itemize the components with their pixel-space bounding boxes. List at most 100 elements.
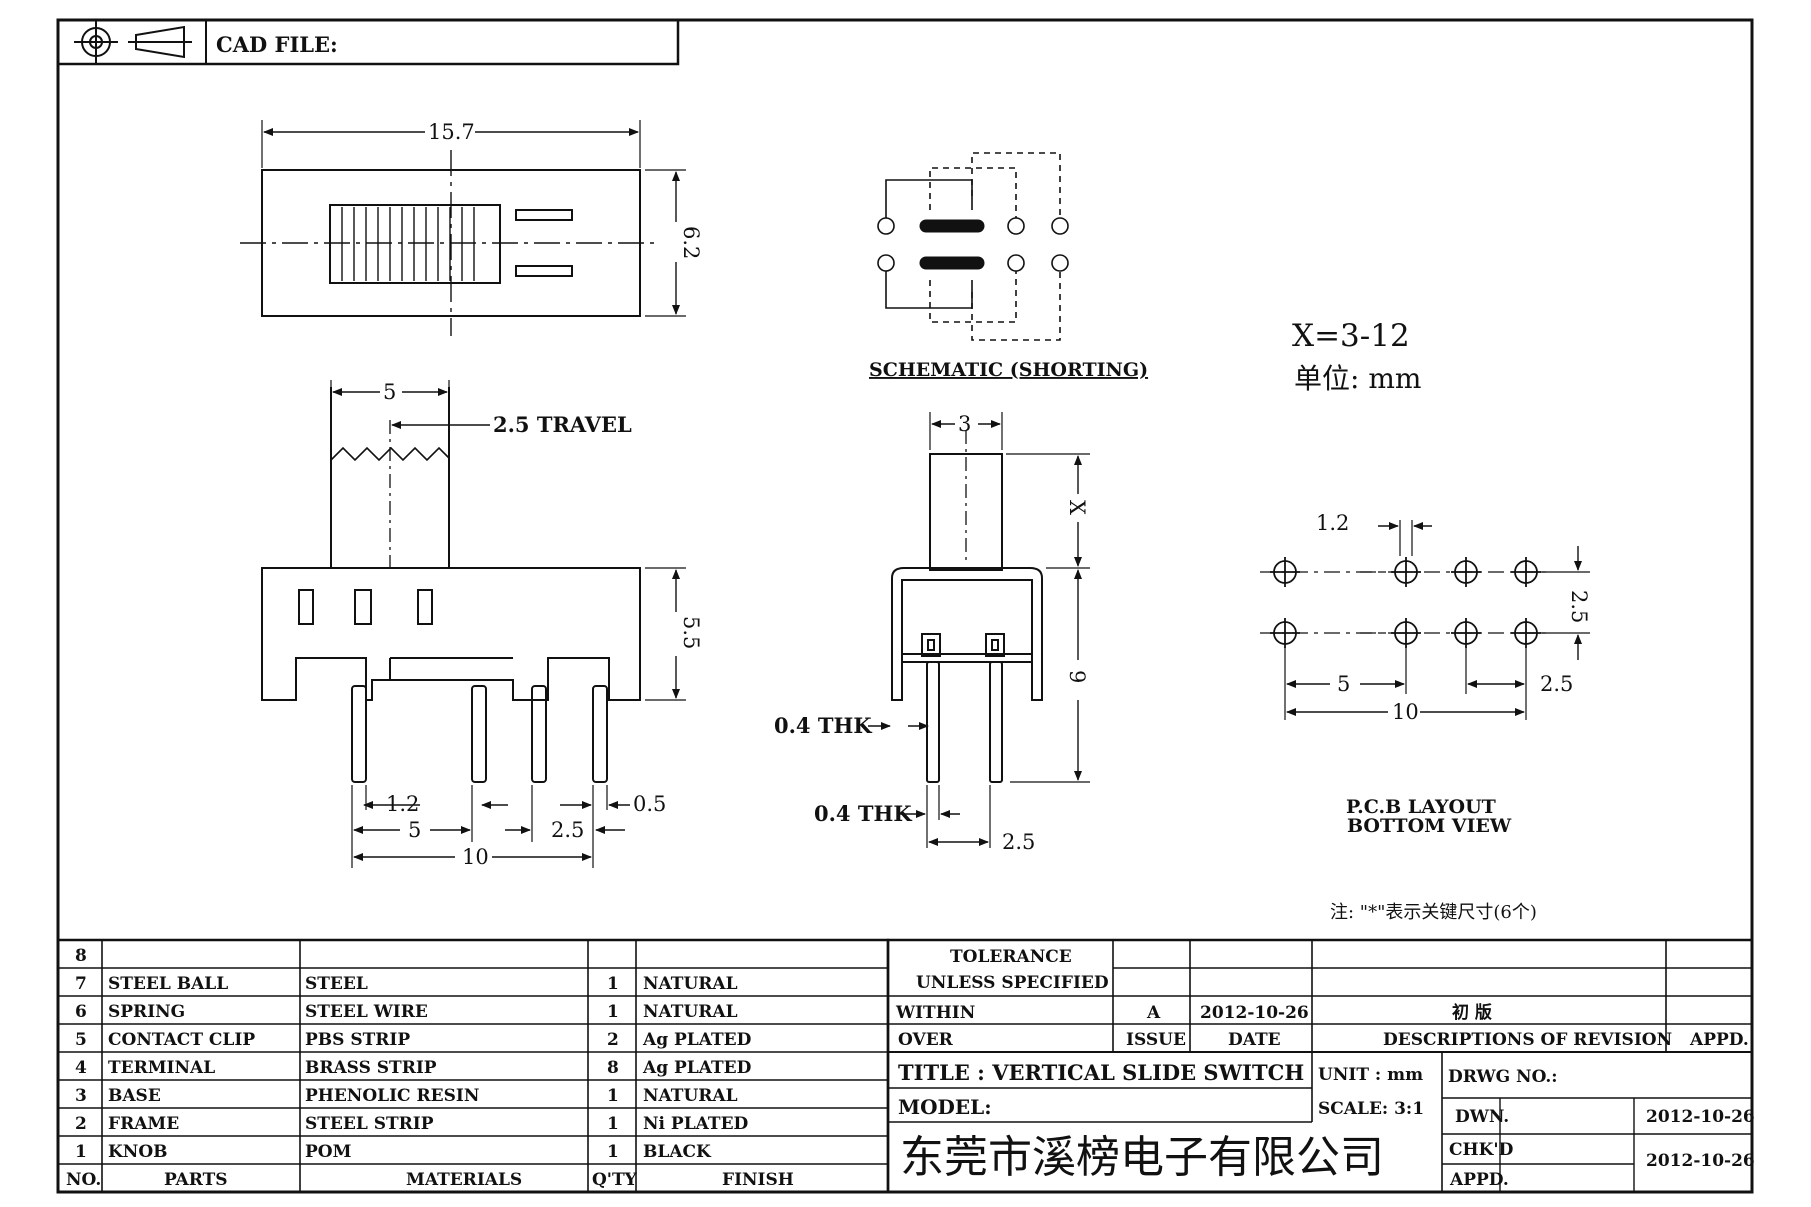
pcb-hole [1391,557,1421,587]
bom-header-row: NO. PARTS MATERIALS Q'TY FINISH [66,1170,794,1190]
bom-row: 1 KNOB POM 1 BLACK [75,1142,712,1162]
key-dimension-note: 注: "*"表示关键尺寸(6个) [1330,902,1537,923]
bom-no: 8 [75,946,87,966]
pitch2-dim: 2.5 [551,818,584,842]
within-label: WITHIN [895,1003,975,1023]
bom-rows: 8 7 STEEL BALL STEEL 1 NATURAL 6 SPRING … [66,946,794,1190]
tolerance-label-2: UNLESS SPECIFIED [916,973,1109,993]
bom-row: 8 [75,946,87,966]
bom-no: 3 [75,1086,87,1106]
bom-row: 7 STEEL BALL STEEL 1 NATURAL [75,974,738,994]
company-name: 东莞市溪榜电子有限公司 [900,1132,1384,1183]
bom-header-no: NO. [66,1170,101,1190]
pcb-label-line2: BOTTOM VIEW [1347,815,1512,837]
end-height-dim: 9 [1065,670,1089,683]
bom-material: PBS STRIP [305,1030,410,1050]
bom-material: BRASS STRIP [305,1058,437,1078]
pcb-hole [1511,557,1541,587]
bom-header-part: PARTS [164,1170,228,1190]
top-width-dim: 15.7 [428,120,475,144]
overall-dim: 10 [462,845,489,869]
checked-label: CHK'D [1449,1140,1514,1160]
end-pitch-dim: 2.5 [1002,830,1035,854]
bom-row: 3 BASE PHENOLIC RESIN 1 NATURAL [75,1086,738,1106]
bom-no: 1 [75,1142,87,1162]
title-block [886,938,1754,1194]
bom-finish: Ag PLATED [642,1058,752,1078]
bom-material: STEEL [305,974,368,994]
bom-header-qty: Q'TY [592,1170,638,1190]
revision-date: 2012-10-26 [1200,1003,1309,1023]
header-box: CAD FILE: [56,18,680,66]
pin-width-dim: 1.2 [386,792,419,816]
end-view [868,412,1090,848]
pitch-dim: 5 [408,818,421,842]
pcb-overall-dim: 10 [1392,700,1419,724]
bom-finish: Ni PLATED [643,1114,749,1134]
bom-finish: NATURAL [643,1086,738,1106]
bom-no: 2 [75,1114,87,1134]
bom-row: 4 TERMINAL BRASS STRIP 8 Ag PLATED [75,1058,752,1078]
bom-row: 5 CONTACT CLIP PBS STRIP 2 Ag PLATED [75,1030,752,1050]
top-height-dim: 6.2 [679,226,703,259]
drawn-date: 2012-10-26 [1646,1107,1755,1127]
model-label: MODEL: [898,1095,992,1119]
title-block-text: TOLERANCE UNLESS SPECIFIED WITHIN OVER A… [895,947,1755,1190]
tolerance-label-1: TOLERANCE [950,947,1072,967]
schematic [877,152,1069,341]
bom-qty: 1 [607,974,619,994]
bom-row: 6 SPRING STEEL WIRE 1 NATURAL [75,1002,738,1022]
bom-material: STEEL STRIP [305,1114,434,1134]
bom-finish: Ag PLATED [642,1030,752,1050]
pcb-hole-dim: 1.2 [1316,511,1349,535]
bom-no: 7 [75,974,87,994]
approved2-label: APPD. [1449,1170,1509,1190]
pcb-hole [1270,618,1300,648]
scale-label: SCALE: 3:1 [1318,1099,1424,1119]
end-knob-width-dim: 3 [958,412,971,436]
bom-material: PHENOLIC RESIN [305,1086,479,1106]
bom-header-finish: FINISH [722,1170,794,1190]
knob-width-dim: 5 [383,380,396,404]
travel-label: 2.5 TRAVEL [493,412,632,437]
bom-qty: 8 [607,1058,619,1078]
description-label: DESCRIPTIONS OF REVISION [1383,1030,1672,1050]
bom-qty: 1 [607,1114,619,1134]
bom-header-material: MATERIALS [406,1170,522,1190]
x-range-note: X=3-12 [1292,318,1410,354]
top-view [240,120,686,336]
bom-part: SPRING [108,1002,185,1022]
bom-qty: 2 [607,1030,619,1050]
cad-file-label: CAD FILE: [216,32,338,57]
thk-label-2: 0.4 THK [814,801,912,826]
revision-issue: A [1146,1003,1161,1023]
pcb-layout [1260,520,1590,720]
date-label: DATE [1228,1030,1281,1050]
bom-finish: NATURAL [643,1002,738,1022]
bom-table [56,938,890,1194]
bom-finish: BLACK [643,1142,712,1162]
bom-finish: NATURAL [643,974,738,994]
pcb-hole [1451,618,1481,648]
bom-part: FRAME [108,1114,179,1134]
bom-part: KNOB [108,1142,168,1162]
bom-part: BASE [108,1086,161,1106]
issue-label: ISSUE [1126,1030,1186,1050]
over-label: OVER [898,1030,954,1050]
pcb-hole [1270,557,1300,587]
pcb-hole [1391,618,1421,648]
bom-qty: 1 [607,1142,619,1162]
bom-qty: 1 [607,1086,619,1106]
pcb-pitch-dim: 5 [1337,672,1350,696]
body-height-dim: 5.5 [679,616,703,649]
bom-part: STEEL BALL [108,974,228,994]
approved-label: APPD. [1689,1030,1749,1050]
bom-row: 2 FRAME STEEL STRIP 1 Ni PLATED [75,1114,749,1134]
unit-label: UNIT : mm [1318,1065,1423,1085]
pcb-label-line1: P.C.B LAYOUT [1346,796,1496,818]
x-dim: X [1065,500,1089,515]
schematic-label: SCHEMATIC (SHORTING) [869,359,1148,381]
bom-no: 6 [75,1002,87,1022]
drawing-number-label: DRWG NO.: [1448,1067,1558,1087]
